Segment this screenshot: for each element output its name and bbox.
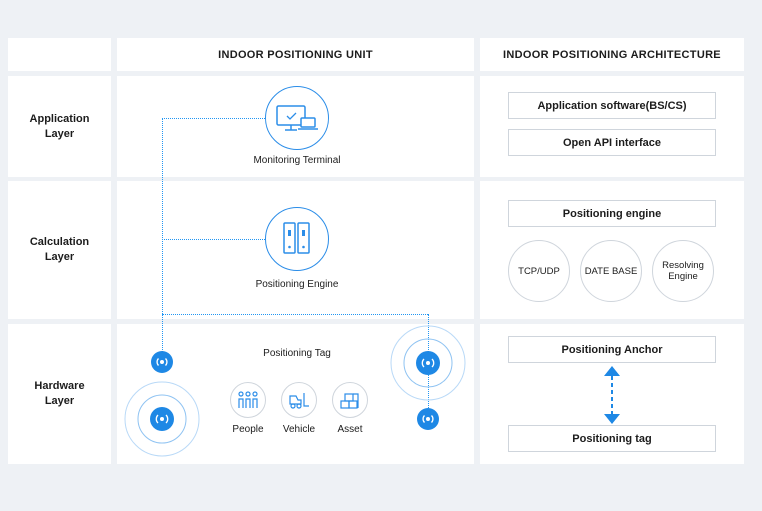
application-software-box: Application software(BS/CS) [508, 92, 716, 119]
tag-type-vehicle-label: Vehicle [282, 424, 316, 435]
application-layer-line1: Application [29, 112, 90, 125]
connector-to-engine [162, 239, 267, 240]
bidirectional-arrow-icon [604, 366, 620, 424]
signal-beacon-large-left [124, 381, 200, 457]
positioning-tag-label: Positioning Tag [263, 348, 331, 359]
monitor-laptop-icon [265, 86, 329, 150]
hardware-layer-line2: Layer [44, 395, 75, 407]
resolving-engine-line1: Resolving [662, 260, 704, 271]
connector-vertical-main [162, 118, 163, 354]
positioning-anchor-box: Positioning Anchor [508, 336, 716, 363]
calculation-layer-line1: Calculation [29, 236, 90, 248]
tag-type-people-label: People [232, 424, 264, 435]
server-icon [265, 207, 329, 271]
connector-to-right-beacon [162, 314, 428, 315]
positioning-engine-box: Positioning engine [508, 200, 716, 227]
header-spacer [8, 38, 111, 71]
architecture-header: INDOOR POSITIONING ARCHITECTURE [480, 38, 744, 71]
forklift-icon [281, 382, 317, 418]
hardware-layer-line1: Hardware [34, 380, 85, 392]
application-layer-line2: Layer [44, 127, 75, 140]
resolving-engine-line2: Engine [668, 271, 698, 282]
positioning-tag-box: Positioning tag [508, 425, 716, 452]
calculation-layer-line2: Layer [44, 251, 75, 263]
tcp-udp-circle: TCP/UDP [508, 240, 570, 302]
monitoring-terminal-label: Monitoring Terminal [253, 155, 341, 166]
people-icon [230, 382, 266, 418]
tag-type-asset-label: Asset [337, 424, 363, 435]
database-circle: DATE BASE [580, 240, 642, 302]
unit-header: INDOOR POSITIONING UNIT [117, 38, 474, 71]
open-api-box: Open API interface [508, 129, 716, 156]
boxes-icon [332, 382, 368, 418]
connector-to-monitor [162, 118, 267, 119]
signal-beacon-small-right [417, 408, 439, 430]
positioning-engine-label: Positioning Engine [255, 279, 339, 290]
signal-beacon-large-right [390, 325, 466, 401]
signal-beacon-icon [151, 351, 173, 373]
